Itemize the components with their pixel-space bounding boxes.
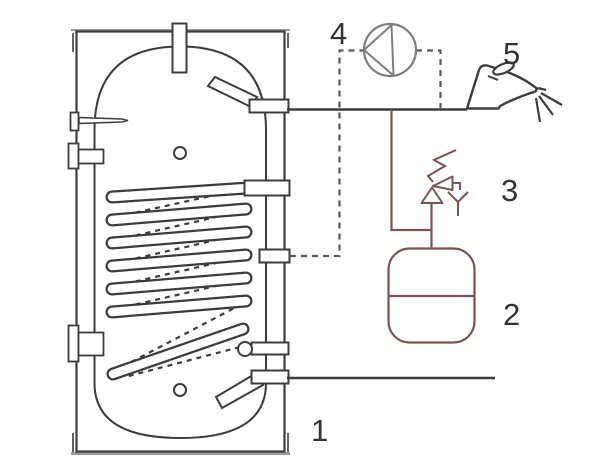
expansion-vessel	[387, 247, 476, 344]
label-tank: 1	[311, 413, 329, 448]
label-safety-valve: 3	[501, 173, 519, 208]
top-port-stub	[171, 22, 188, 74]
safety-group-piping	[390, 111, 433, 249]
label-pump: 4	[330, 16, 348, 51]
heating-coil	[105, 181, 255, 381]
pump-icon	[362, 22, 418, 78]
thermometer-probe-icon	[69, 111, 129, 132]
coil-end-stub	[237, 341, 290, 357]
coil-supply-stub	[243, 179, 291, 197]
safety-valve-icon	[420, 149, 469, 216]
label-tap: 5	[503, 36, 521, 71]
left-flange-upper	[67, 142, 105, 170]
hot-outlet-pipe	[206, 75, 290, 114]
left-flange-lower	[67, 324, 105, 363]
tap-icon	[465, 61, 563, 123]
label-expansion-vessel: 2	[503, 297, 521, 332]
coil-return-stub	[258, 248, 291, 264]
pump-dashed-circuit	[290, 49, 442, 258]
water-spray	[534, 86, 563, 123]
